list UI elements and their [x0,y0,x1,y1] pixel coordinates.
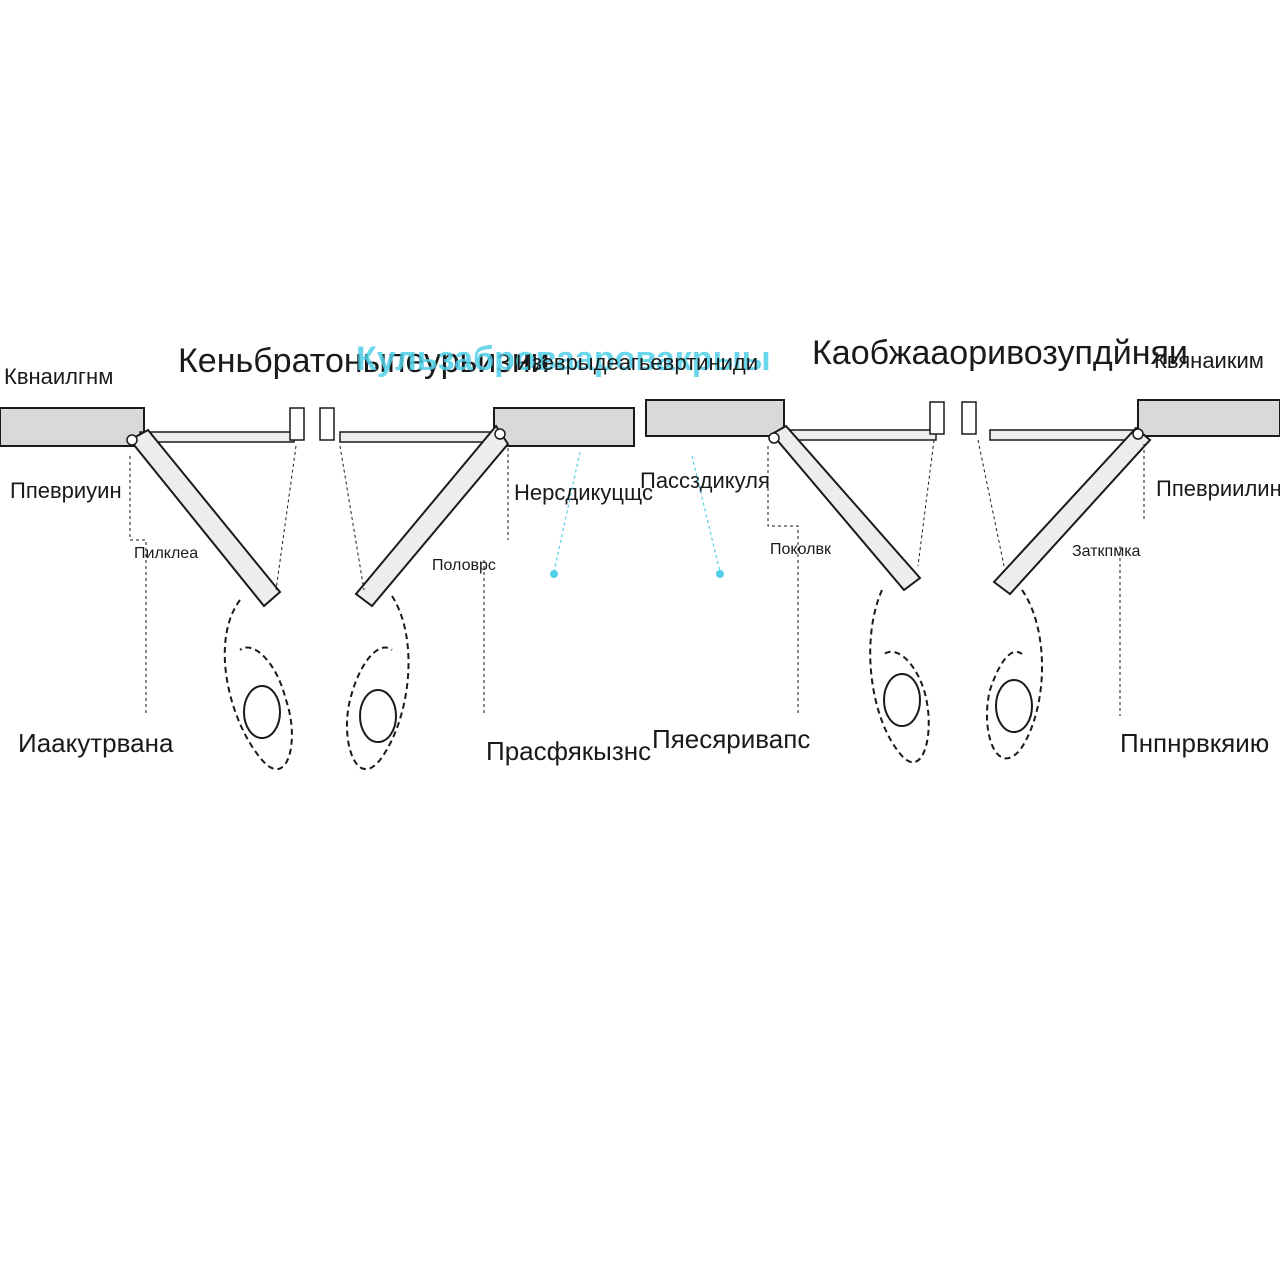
cyan-guide-2 [691,455,721,573]
label-small-3: Поколвк [770,541,832,558]
right-hand-sketch-1 [869,589,930,764]
right-arm-2 [992,426,1152,596]
left-bracket-b [319,407,335,441]
left-hand-sketch-2 [346,595,410,770]
bottom-label-1: Иаакутрвана [18,728,174,758]
left-guide-1 [129,456,147,716]
left-guide-3 [339,445,365,591]
right-rail [989,429,1141,441]
center-right-beam [645,399,785,437]
title-left: Кеньбратоныпеурьизни [178,342,550,380]
left-pivot-1 [126,434,138,446]
right-hand-palm-1 [883,673,921,727]
title-center: Изеврыдеагьевртиниди [516,350,758,375]
label-small-4: Заткпмка [1072,543,1141,560]
cyan-dot-1 [550,570,558,578]
center-right-rail [779,429,937,441]
left-bracket-a [289,407,305,441]
left-rail [139,431,295,443]
bottom-label-2: Прасфякызнс [486,736,651,766]
bottom-label-4: Пнпнрвкяию [1120,728,1269,758]
left-guide-2 [275,445,297,591]
label-center-left: Нерсдикуцщс [514,480,653,505]
title-accent: Кульзабровааровакрыы [356,340,771,378]
left-hand-palm-2 [359,689,397,743]
right-bracket-a [929,401,945,435]
left-hand-palm-1 [243,685,281,739]
right-arm-1 [770,424,922,592]
label-center-right: Пассздикуля [640,468,770,493]
right-pivot-1 [768,432,780,444]
center-left-rail [339,431,501,443]
left-arm-1 [128,428,282,608]
label-mid-right: Ппевриилин [1156,476,1280,501]
cyan-dot-2 [716,570,724,578]
label-small-2: Половрс [432,557,496,574]
right-fixed-beam [1137,399,1280,437]
left-mechanism [0,407,635,770]
label-small-1: Пилклеа [134,545,198,562]
label-top-left: Квнаилгнм [4,364,113,389]
left-hand-sketch-1 [223,599,293,770]
right-guide-3 [977,439,1005,567]
right-bracket-b [961,401,977,435]
label-top-right: Квянаиким [1154,348,1264,373]
label-mid-left: Ппевриуин [10,478,122,503]
right-guide-2 [917,439,935,567]
left-pivot-2 [494,428,506,440]
left-arm-2 [354,424,510,608]
left-fixed-beam [0,407,145,447]
right-mechanism [645,399,1280,764]
right-hand-palm-2 [995,679,1033,733]
cyan-guide-1 [553,451,581,573]
bottom-label-3: Пяесяривапс [652,724,810,754]
title-right: Каобжааоривозупдйняи [812,334,1188,372]
right-pivot-2 [1132,428,1144,440]
right-guide-1 [767,446,799,716]
center-left-beam [493,407,635,447]
right-hand-sketch-2 [986,589,1043,760]
